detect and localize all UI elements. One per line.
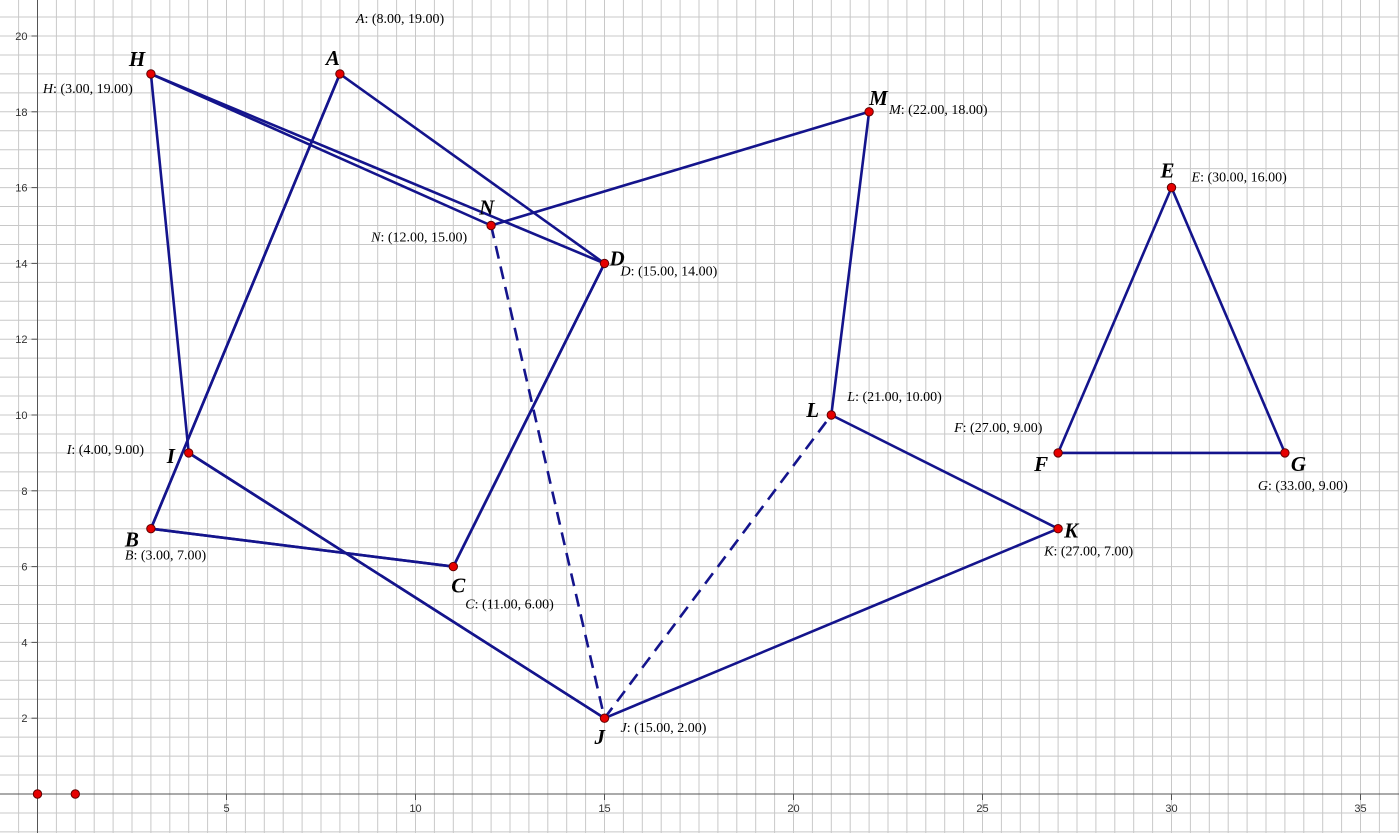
axis-point-1[interactable] bbox=[70, 789, 81, 799]
point-label-I: I bbox=[166, 444, 176, 468]
coordinate-label-D: D: (15.00, 14.00) bbox=[620, 264, 718, 279]
coordinate-label-L: L: (21.00, 10.00) bbox=[846, 390, 942, 405]
segment-CD[interactable] bbox=[452, 262, 606, 568]
point-L[interactable] bbox=[826, 410, 836, 420]
coordinate-label-M: M: (22.00, 18.00) bbox=[888, 103, 988, 118]
point-label-J: J bbox=[594, 725, 607, 749]
y-tick-label: 10 bbox=[15, 410, 27, 422]
point-label-L: L bbox=[805, 398, 819, 422]
point-label-A: A bbox=[324, 46, 340, 70]
y-tick-label: 4 bbox=[21, 637, 27, 649]
point-label-G: G bbox=[1291, 452, 1306, 476]
point-D[interactable] bbox=[599, 258, 610, 269]
y-tick-label: 16 bbox=[15, 183, 27, 195]
segment-BC[interactable] bbox=[150, 527, 454, 568]
x-tick-label: 10 bbox=[409, 803, 421, 815]
labels: A A: (8.00, 19.00) BB: (3.00, 7.00) CC: (11… bbox=[42, 12, 1348, 749]
point-E[interactable] bbox=[1166, 182, 1177, 193]
point-F[interactable] bbox=[1053, 448, 1063, 458]
point-label-B: B bbox=[124, 528, 139, 552]
segment-AB[interactable] bbox=[149, 73, 342, 530]
x-tick-label: 15 bbox=[598, 803, 610, 815]
x-tick-label: 20 bbox=[787, 803, 799, 815]
edges bbox=[149, 72, 833, 720]
point-label-H: H bbox=[128, 47, 146, 71]
point-N[interactable] bbox=[486, 220, 496, 231]
point-label-C: C bbox=[451, 574, 466, 598]
x-tick-label: 25 bbox=[976, 803, 988, 815]
axis-point-0[interactable] bbox=[32, 789, 43, 799]
point-A[interactable] bbox=[335, 69, 345, 79]
point-C[interactable] bbox=[448, 561, 458, 572]
coordinate-label-K: K: (27.00, 7.00) bbox=[1043, 545, 1133, 560]
segment-HD[interactable] bbox=[150, 72, 606, 265]
y-tick-label: 14 bbox=[15, 258, 27, 270]
point-label-K: K bbox=[1063, 519, 1080, 543]
point-label-F: F bbox=[1033, 452, 1048, 476]
point-H[interactable] bbox=[146, 69, 156, 79]
y-tick-label: 2 bbox=[21, 713, 27, 725]
x-tick-label: 30 bbox=[1165, 803, 1177, 815]
point-I[interactable] bbox=[184, 448, 194, 458]
segment-IJ[interactable] bbox=[188, 451, 606, 720]
dashed-segment-NJ[interactable] bbox=[489, 225, 606, 719]
coordinate-label-F: F: (27.00, 9.00) bbox=[953, 421, 1043, 436]
cyan-triangle[interactable] bbox=[1056, 186, 1287, 455]
coordinate-label-J: J: (15.00, 2.00) bbox=[621, 721, 707, 736]
point-B[interactable] bbox=[146, 524, 156, 534]
y-tick-label: 12 bbox=[15, 334, 27, 346]
coordinate-label-B: B: (3.00, 7.00) bbox=[125, 549, 207, 564]
point-K[interactable] bbox=[1053, 524, 1063, 534]
point-G[interactable] bbox=[1280, 448, 1290, 458]
dashed-segment-JL[interactable] bbox=[603, 414, 833, 719]
coordinate-label-N: N: (12.00, 15.00) bbox=[370, 231, 467, 246]
points bbox=[32, 69, 1290, 799]
point-M[interactable] bbox=[864, 107, 874, 117]
point-label-D: D bbox=[609, 246, 625, 270]
x-tick-label: 35 bbox=[1354, 803, 1366, 815]
coordinate-label-G: G: (33.00, 9.00) bbox=[1258, 479, 1348, 494]
point-label-M: M bbox=[868, 86, 889, 110]
point-label-N: N bbox=[478, 196, 495, 220]
coordinate-label-E: E: (30.00, 16.00) bbox=[1191, 171, 1288, 186]
point-label-E: E bbox=[1160, 159, 1175, 183]
coordinate-label-A: A: (8.00, 19.00) bbox=[355, 12, 445, 27]
point-J[interactable] bbox=[599, 713, 610, 723]
y-tick-label: 6 bbox=[21, 562, 27, 574]
coordinate-label-H: H: (3.00, 19.00) bbox=[42, 82, 133, 97]
coordinate-label-I: I: (4.00, 9.00) bbox=[66, 443, 145, 458]
y-tick-label: 18 bbox=[15, 107, 27, 119]
y-tick-label: 20 bbox=[15, 31, 27, 43]
coordinate-label-C: C: (11.00, 6.00) bbox=[465, 598, 554, 613]
x-tick-label: 5 bbox=[223, 803, 229, 815]
y-tick-label: 8 bbox=[21, 486, 27, 498]
